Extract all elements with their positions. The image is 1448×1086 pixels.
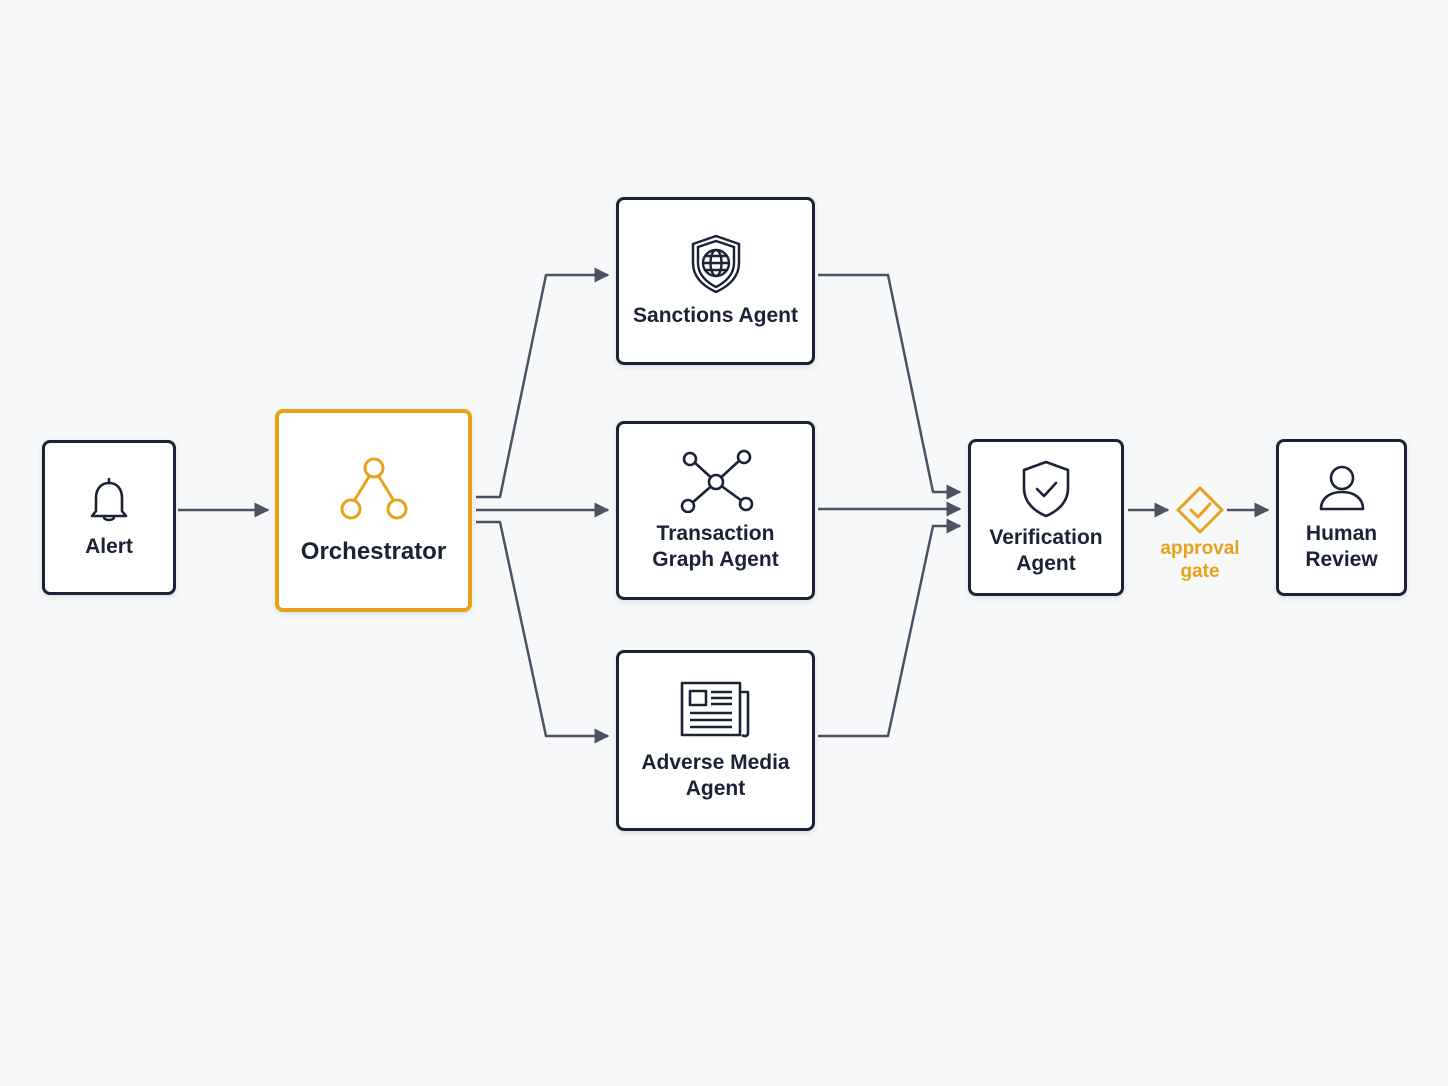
transaction-graph-agent-label: Transaction Graph Agent — [652, 521, 779, 571]
alert-node[interactable]: Alert — [42, 440, 176, 595]
approval-gate-label: approval gate — [1160, 538, 1240, 582]
hierarchy-network-icon — [336, 455, 412, 525]
alert-label: Alert — [85, 534, 133, 558]
shield-check-icon — [1020, 459, 1072, 519]
transaction-graph-agent-node[interactable]: Transaction Graph Agent — [616, 421, 815, 600]
edge-adverse-to-verification — [818, 518, 962, 738]
sanctions-agent-label: Sanctions Agent — [633, 304, 798, 328]
adverse-media-agent-label: Adverse Media Agent — [641, 750, 790, 800]
shield-globe-icon — [689, 233, 743, 295]
diamond-check-icon — [1174, 484, 1226, 536]
newspaper-icon — [679, 680, 753, 740]
edge-sanctions-to-verification — [818, 273, 962, 500]
verification-agent-node[interactable]: Verification Agent — [968, 439, 1124, 596]
orchestrator-label: Orchestrator — [300, 537, 447, 565]
edge-orchestrator-to-adverse — [476, 520, 610, 744]
verification-agent-label: Verification Agent — [989, 525, 1103, 575]
adverse-media-agent-node[interactable]: Adverse Media Agent — [616, 650, 815, 831]
bell-icon — [87, 476, 131, 524]
human-review-label: Human Review — [1305, 521, 1378, 571]
graph-nodes-icon — [678, 449, 754, 513]
orchestrator-node[interactable]: Orchestrator — [275, 409, 472, 612]
edge-orchestrator-to-sanctions — [476, 267, 610, 499]
user-icon — [1317, 463, 1367, 513]
approval-gate[interactable]: approval gate — [1150, 484, 1250, 584]
human-review-node[interactable]: Human Review — [1276, 439, 1407, 596]
sanctions-agent-node[interactable]: Sanctions Agent — [616, 197, 815, 365]
